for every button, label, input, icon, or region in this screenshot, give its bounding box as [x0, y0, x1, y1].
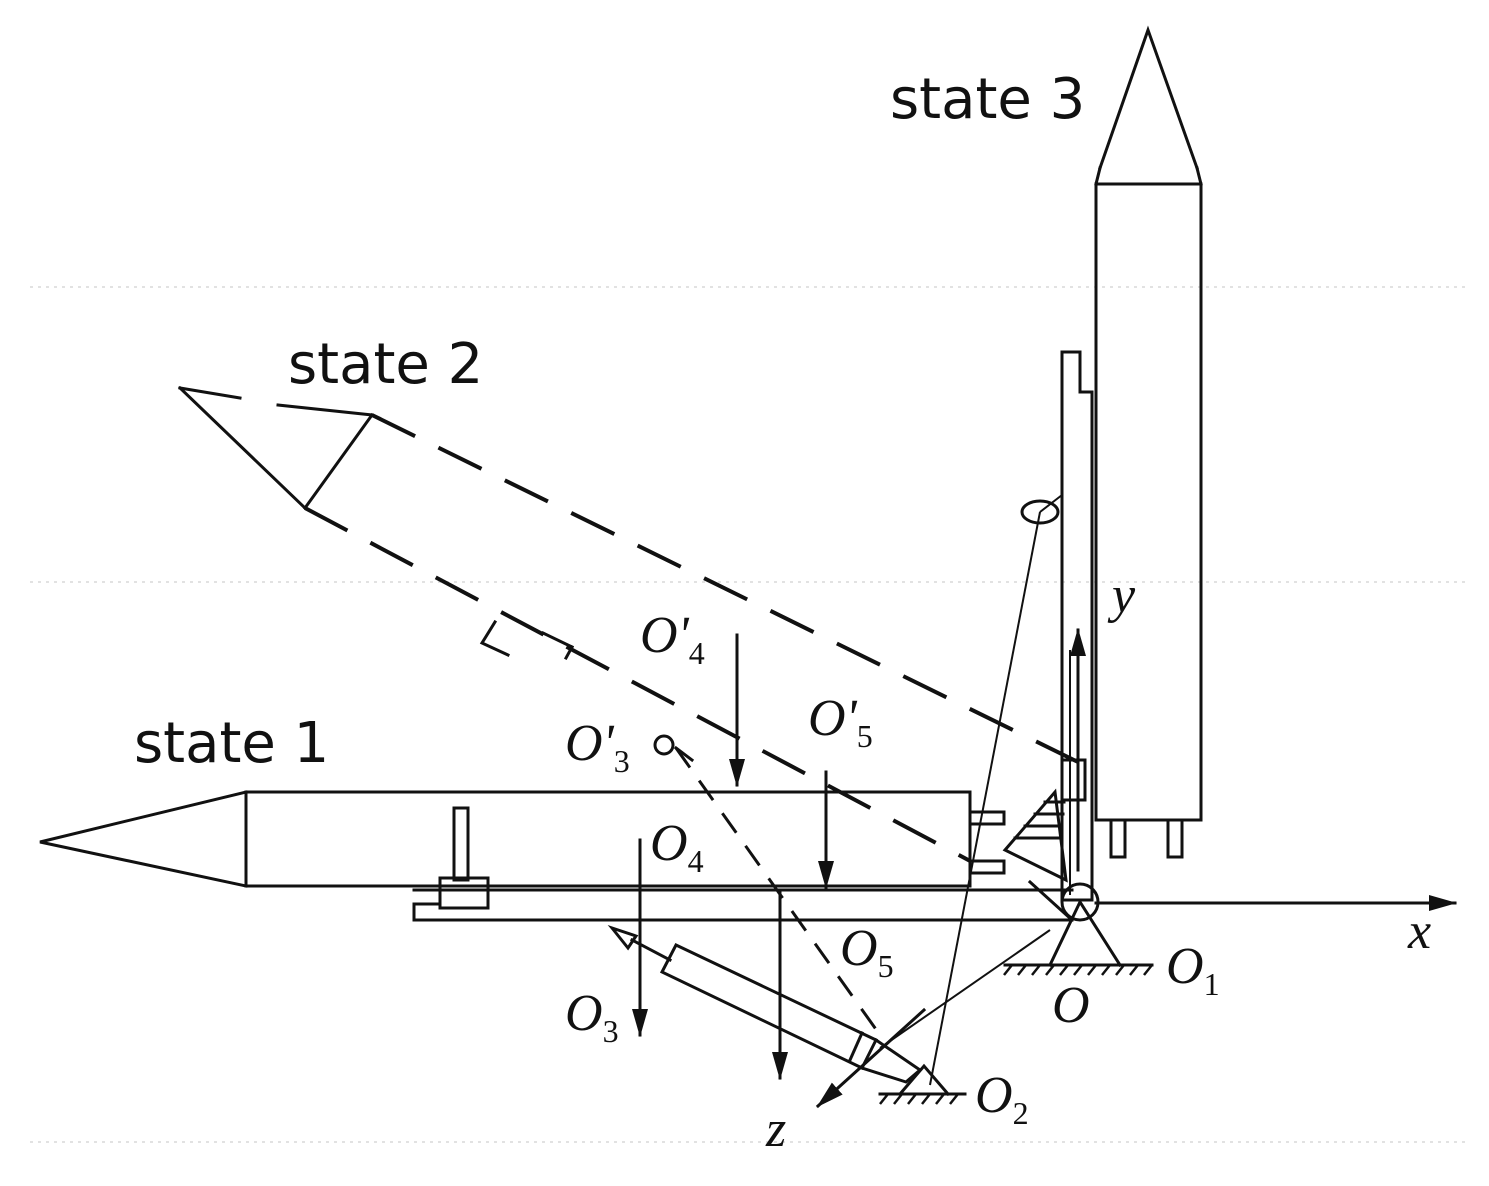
pivot-O-mount: [1002, 788, 1154, 968]
ground-hatch-O2: [879, 1093, 959, 1105]
erector-lug: [929, 494, 1063, 1086]
point-O5-prime-label: O'5: [808, 690, 873, 754]
point-O4-label: O4: [650, 815, 704, 879]
point-O2-label: O2: [975, 1067, 1029, 1131]
rocket-state-1: [39, 790, 1006, 888]
point-O3-label: O3: [565, 985, 619, 1049]
pin-O3-prime: [653, 734, 695, 763]
point-O1-label: O1: [1166, 938, 1220, 1002]
x-axis-label: x: [1407, 903, 1431, 960]
point-O5-label: O5: [840, 920, 894, 984]
point-O4-prime-label: O'4: [640, 607, 705, 671]
state-1-label: state 1: [134, 711, 329, 776]
launcher-beam: [412, 806, 1074, 922]
state-3-label: state 3: [890, 67, 1085, 132]
state-2-label: state 2: [288, 332, 483, 397]
z-axis: [815, 1007, 927, 1109]
y-axis-label: y: [1107, 567, 1136, 624]
force-arrows: [632, 633, 834, 1080]
erector-arm-vertical: [1060, 350, 1094, 902]
background-guides: [30, 286, 1470, 1143]
z-axis-label: z: [765, 1101, 786, 1158]
point-O-label: O: [1052, 977, 1090, 1034]
rocket-state-3: [1094, 25, 1203, 859]
ground-hatch-O1: [1003, 964, 1153, 976]
point-O3-prime-label: O'3: [565, 715, 630, 779]
